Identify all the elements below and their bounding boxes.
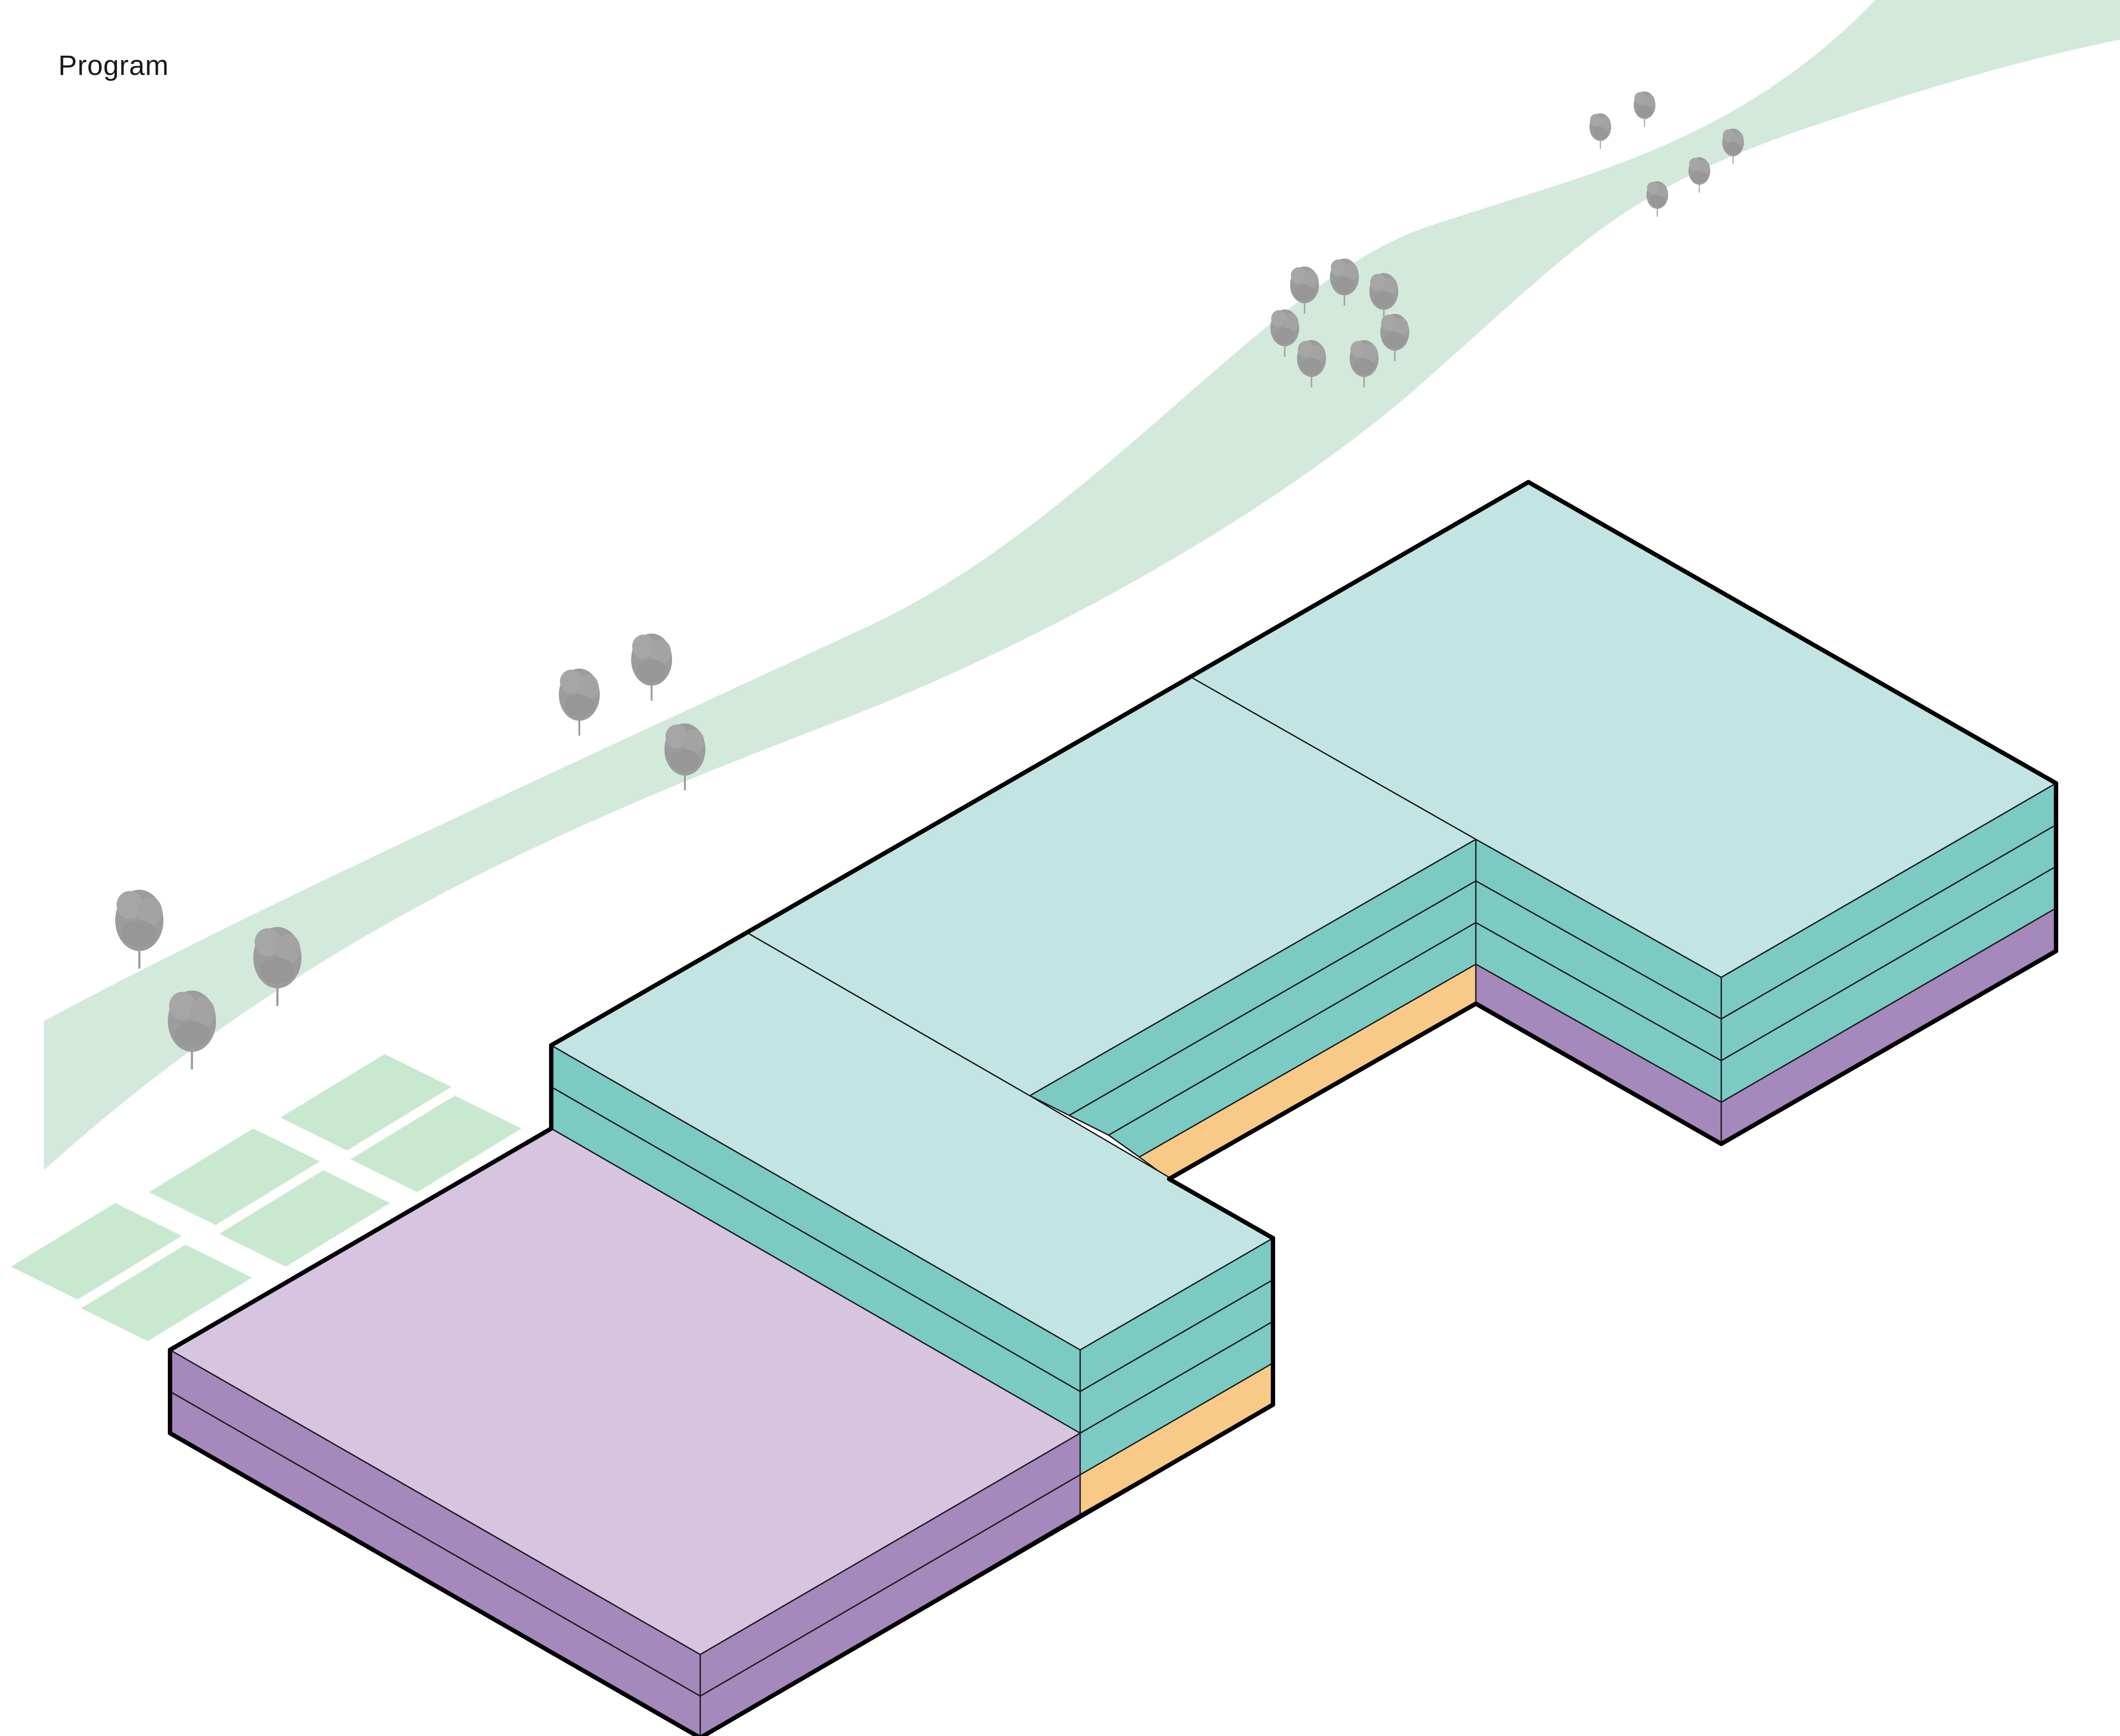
tree-icon [1688,156,1711,193]
field-plot [351,1096,521,1192]
tree-icon [115,890,163,969]
right-wing-face [1720,782,2057,1145]
field-plots [11,1054,521,1341]
green-corridor [44,0,2120,1170]
field-plot [280,1054,451,1150]
right-wing-courtyard-face [1475,838,1722,1145]
tree-icon [631,634,672,701]
field-plot [81,1245,252,1341]
middle-wing-courtyard-face [1029,838,1477,1180]
building-massing [168,480,2058,1736]
field-plot [11,1203,182,1299]
tree-icon [1646,181,1669,217]
field-plot [219,1170,390,1267]
tree-icon [1633,91,1656,128]
tree-icon [1589,113,1612,149]
field-plot [149,1129,320,1225]
building-outline [168,480,2058,1736]
tree-icon [559,669,600,736]
lavender-block-faces [169,1349,1081,1736]
diagram-title: Program [58,50,169,81]
